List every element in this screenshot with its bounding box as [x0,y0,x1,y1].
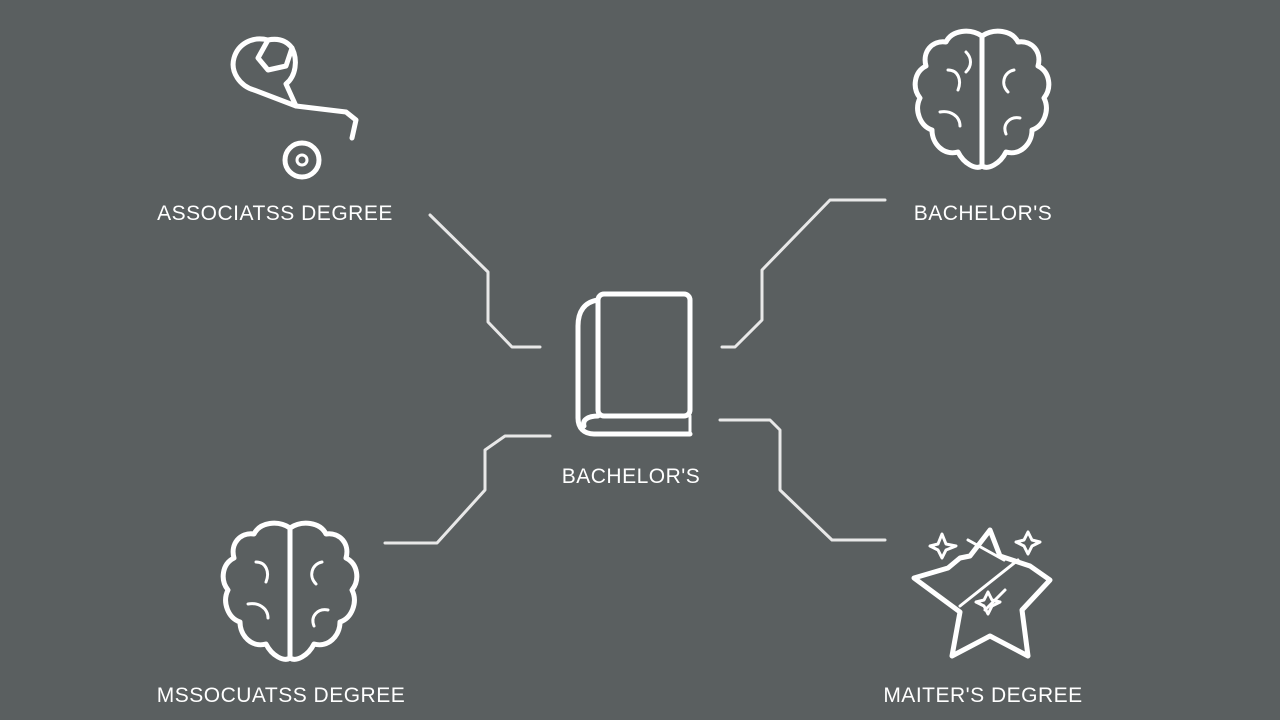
book-icon [575,291,693,437]
wrench-icon [230,36,359,180]
connector-top-left [428,213,542,349]
connector-top-right [720,198,887,349]
node-label-center: BACHELOR'S [561,465,701,488]
star-icon [911,527,1053,659]
brain-icon [912,28,1052,170]
node-label-bottom-left: MSSOCUATSS DEGREE [156,684,406,707]
node-label-top-right: BACHELOR'S [913,202,1053,225]
node-label-top-left: ASSOCIATSS DEGREE [157,202,393,225]
connector-bottom-right [718,418,887,542]
connector-bottom-left [383,434,552,545]
brain-icon-left [220,520,360,662]
node-label-bottom-right: MAITER'S DEGREE [883,684,1083,707]
